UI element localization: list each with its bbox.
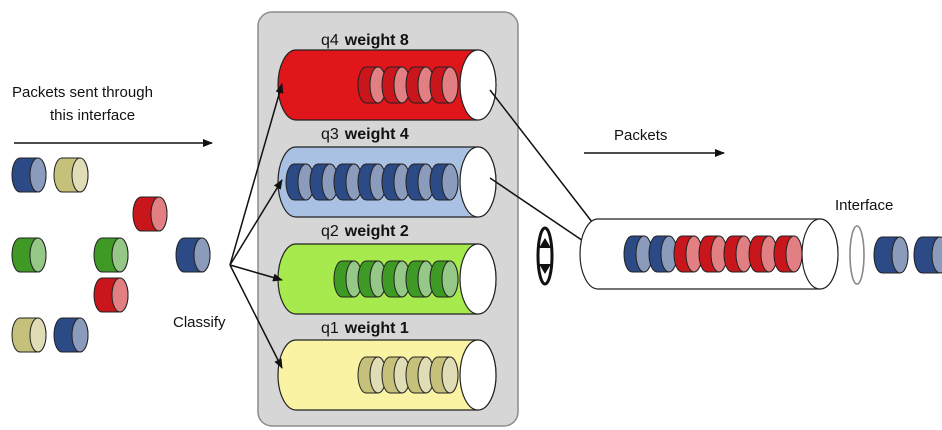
output-tube bbox=[579, 218, 839, 290]
queue-packet-q1 bbox=[381, 356, 411, 394]
classify-label: Classify bbox=[173, 314, 226, 331]
q4-to-output-arrow bbox=[489, 89, 607, 241]
classify-arrow-q4 bbox=[229, 83, 284, 266]
output-packet bbox=[748, 235, 778, 273]
q3-to-output-arrow bbox=[489, 177, 599, 252]
queue-weight-q2: weight 2 bbox=[344, 223, 409, 240]
interface-label: Interface bbox=[835, 197, 893, 214]
queue-packet-q4 bbox=[405, 66, 435, 104]
queue-label-q2: q2 weight 2 bbox=[321, 223, 409, 240]
packets-sent-label-line2: this interface bbox=[50, 107, 135, 124]
queue-packet-q4 bbox=[381, 66, 411, 104]
queue-name-q3: q3 bbox=[321, 126, 339, 143]
queue-packet-q3 bbox=[405, 163, 435, 201]
transmitted-packets bbox=[873, 236, 942, 274]
output-packet bbox=[723, 235, 753, 273]
output-packet bbox=[648, 235, 678, 273]
incoming-packet bbox=[132, 196, 168, 232]
incoming-packet bbox=[175, 237, 211, 273]
incoming-packet bbox=[53, 317, 89, 353]
queue-packet-q2 bbox=[429, 260, 459, 298]
incoming-packet bbox=[11, 157, 47, 193]
queue-packet-q2 bbox=[333, 260, 363, 298]
queue-tubes bbox=[277, 49, 497, 411]
round-robin-icon bbox=[536, 226, 554, 286]
output-queue-tube bbox=[579, 218, 839, 290]
queue-tube-q1 bbox=[277, 339, 497, 411]
queue-packet-q3 bbox=[309, 163, 339, 201]
packets-sent-label-line1: Packets sent through bbox=[12, 84, 153, 101]
queue-label-q1: q1 weight 1 bbox=[321, 320, 409, 337]
queue-name-q4: q4 bbox=[321, 32, 339, 49]
output-packet bbox=[698, 235, 728, 273]
output-packet bbox=[623, 235, 653, 273]
queue-name-q2: q2 bbox=[321, 223, 339, 240]
incoming-packet bbox=[53, 157, 89, 193]
transmitted-packet bbox=[913, 236, 942, 274]
queue-tube-q2 bbox=[277, 243, 497, 315]
output-packet bbox=[773, 235, 803, 273]
transmitted-packet bbox=[873, 236, 909, 274]
queue-weight-q3: weight 4 bbox=[344, 126, 409, 143]
queue-tube-q3 bbox=[277, 146, 497, 218]
incoming-packets bbox=[11, 157, 211, 353]
interface-ring-icon bbox=[849, 225, 865, 285]
classify-arrow-q3 bbox=[229, 179, 283, 266]
queue-name-q1: q1 bbox=[321, 320, 339, 337]
incoming-packet bbox=[93, 237, 129, 273]
queue-packet-q3 bbox=[357, 163, 387, 201]
queue-packet-q4 bbox=[429, 66, 459, 104]
classify-arrow-q1 bbox=[229, 264, 283, 369]
queue-packet-q2 bbox=[381, 260, 411, 298]
incoming-packet bbox=[93, 277, 129, 313]
queue-weight-q1: weight 1 bbox=[344, 320, 409, 337]
queue-packet-q3 bbox=[429, 163, 459, 201]
queue-weight-q4: weight 8 bbox=[344, 32, 409, 49]
classify-arrow-q2 bbox=[229, 264, 283, 282]
queue-packet-q3 bbox=[333, 163, 363, 201]
incoming-packet bbox=[11, 317, 47, 353]
queue-packet-q1 bbox=[429, 356, 459, 394]
packets-label: Packets bbox=[614, 127, 667, 144]
queue-label-q4: q4 weight 8 bbox=[321, 32, 409, 49]
incoming-packet bbox=[11, 237, 47, 273]
queue-packet-q1 bbox=[357, 356, 387, 394]
classify-arrows bbox=[229, 83, 284, 369]
queue-tube-q4 bbox=[277, 49, 497, 121]
queue-label-q3: q3 weight 4 bbox=[321, 126, 409, 143]
output-packet bbox=[673, 235, 703, 273]
